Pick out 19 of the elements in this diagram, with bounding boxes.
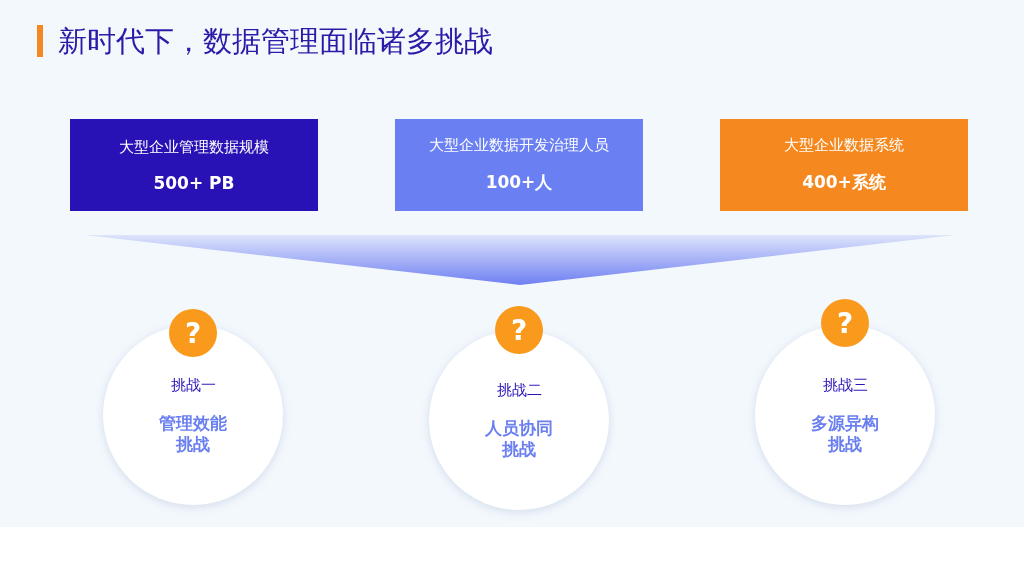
challenge-label: 挑战三 bbox=[822, 375, 868, 395]
challenge-title: 多源异构挑战 bbox=[810, 412, 880, 455]
slide-title: 新时代下，数据管理面临诸多挑战 bbox=[58, 23, 493, 60]
metric-box bbox=[720, 119, 968, 211]
challenge-label: 挑战一 bbox=[170, 375, 216, 395]
challenge-label: 挑战二 bbox=[496, 380, 542, 400]
metric-label: 大型企业数据系统 bbox=[784, 136, 904, 155]
metric-box bbox=[70, 119, 318, 211]
metric-box bbox=[395, 119, 643, 211]
question-mark: ? bbox=[510, 313, 528, 347]
metric-value: 100+人 bbox=[485, 171, 553, 194]
metric-value: 400+系统 bbox=[802, 171, 886, 194]
metric-value: 500+ PB bbox=[153, 172, 235, 193]
question-mark: ? bbox=[184, 316, 202, 350]
challenge-title: 人员协同挑战 bbox=[484, 417, 554, 460]
metric-label: 大型企业管理数据规模 bbox=[119, 137, 269, 157]
metric-label: 大型企业数据开发治理人员 bbox=[429, 136, 609, 155]
challenge-title: 管理效能挑战 bbox=[158, 412, 228, 455]
question-mark: ? bbox=[836, 306, 854, 340]
